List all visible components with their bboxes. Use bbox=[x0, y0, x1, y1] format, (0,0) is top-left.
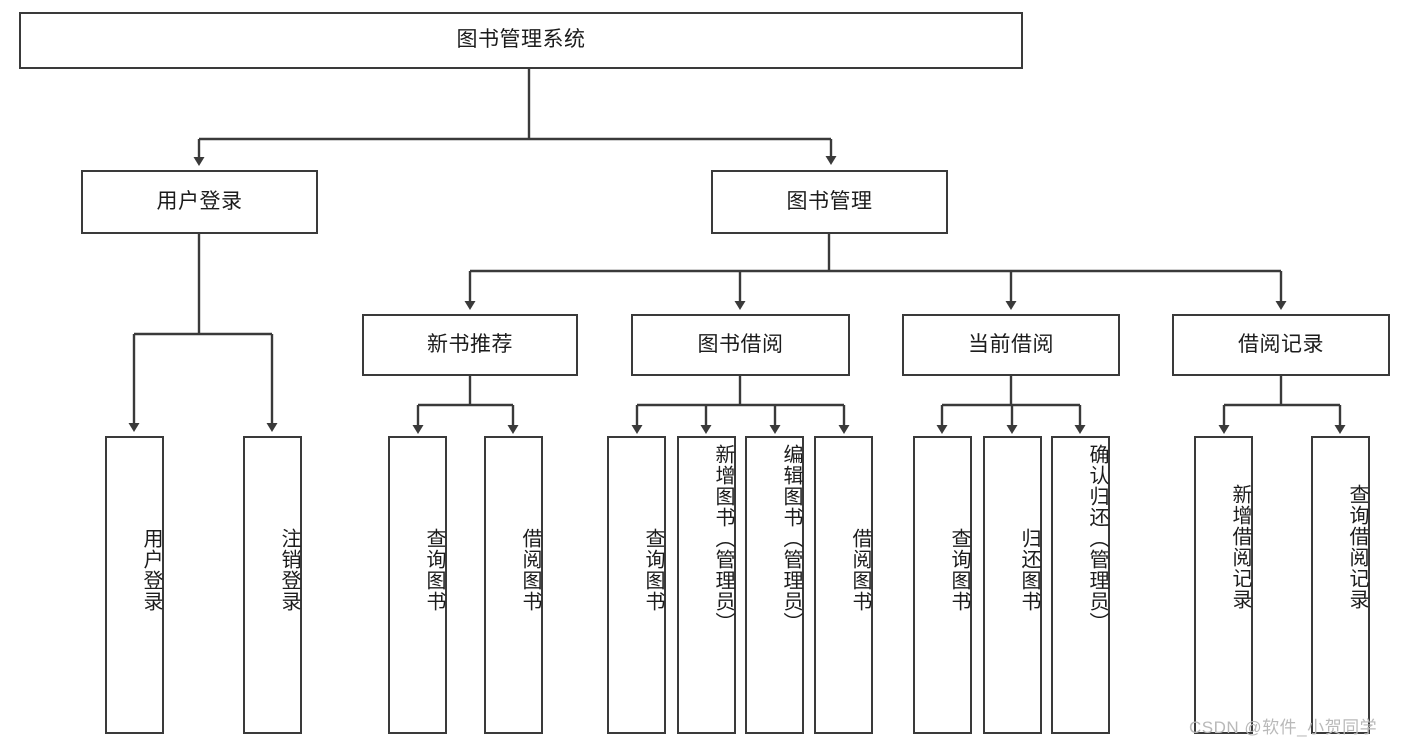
node-leaf-query-record-label: 查询借阅记录 bbox=[1346, 484, 1368, 610]
node-book-management[interactable]: 图书管理 bbox=[711, 170, 948, 234]
node-book-borrow[interactable]: 图书借阅 bbox=[631, 314, 850, 376]
watermark: CSDN @软件_小贺同学 bbox=[1189, 718, 1378, 737]
node-user-login[interactable]: 用户登录 bbox=[81, 170, 318, 234]
node-leaf-add-book-label: 新增图书（管理员） bbox=[712, 444, 734, 633]
node-leaf-user-login-label: 用户登录 bbox=[140, 528, 162, 612]
node-book-borrow-label: 图书借阅 bbox=[697, 332, 784, 356]
node-leaf-query-book-1[interactable]: 查询图书 bbox=[388, 436, 447, 734]
node-leaf-user-login[interactable]: 用户登录 bbox=[105, 436, 164, 734]
node-leaf-add-book[interactable]: 新增图书（管理员） bbox=[677, 436, 736, 734]
node-leaf-confirm-return-label: 确认归还（管理员） bbox=[1086, 444, 1108, 633]
node-leaf-return-book[interactable]: 归还图书 bbox=[983, 436, 1042, 734]
node-leaf-query-book-3-label: 查询图书 bbox=[948, 528, 970, 612]
node-leaf-edit-book-label: 编辑图书（管理员） bbox=[780, 444, 802, 633]
node-leaf-user-logout[interactable]: 注销登录 bbox=[243, 436, 302, 734]
node-leaf-query-book-2-label: 查询图书 bbox=[642, 528, 664, 612]
node-new-book-recommend[interactable]: 新书推荐 bbox=[362, 314, 578, 376]
node-current-borrow-label: 当前借阅 bbox=[968, 332, 1054, 356]
node-leaf-add-record[interactable]: 新增借阅记录 bbox=[1194, 436, 1253, 734]
node-leaf-edit-book[interactable]: 编辑图书（管理员） bbox=[745, 436, 804, 734]
node-leaf-query-record[interactable]: 查询借阅记录 bbox=[1311, 436, 1370, 734]
node-leaf-user-logout-label: 注销登录 bbox=[278, 528, 300, 612]
node-borrow-record[interactable]: 借阅记录 bbox=[1172, 314, 1390, 376]
node-leaf-return-book-label: 归还图书 bbox=[1018, 528, 1040, 612]
node-leaf-confirm-return[interactable]: 确认归还（管理员） bbox=[1051, 436, 1110, 734]
node-user-login-label: 用户登录 bbox=[156, 189, 243, 213]
node-book-management-label: 图书管理 bbox=[786, 189, 873, 213]
node-leaf-query-book-3[interactable]: 查询图书 bbox=[913, 436, 972, 734]
node-leaf-borrow-book-2[interactable]: 借阅图书 bbox=[814, 436, 873, 734]
node-current-borrow[interactable]: 当前借阅 bbox=[902, 314, 1120, 376]
node-leaf-borrow-book-1[interactable]: 借阅图书 bbox=[484, 436, 543, 734]
node-leaf-borrow-book-1-label: 借阅图书 bbox=[519, 528, 541, 612]
node-new-book-recommend-label: 新书推荐 bbox=[427, 332, 513, 356]
node-root-label: 图书管理系统 bbox=[456, 28, 586, 52]
node-leaf-query-book-2[interactable]: 查询图书 bbox=[607, 436, 666, 734]
node-leaf-borrow-book-2-label: 借阅图书 bbox=[849, 528, 871, 612]
node-borrow-record-label: 借阅记录 bbox=[1238, 332, 1324, 356]
node-leaf-add-record-label: 新增借阅记录 bbox=[1229, 484, 1251, 610]
node-root[interactable]: 图书管理系统 bbox=[19, 12, 1023, 69]
node-leaf-query-book-1-label: 查询图书 bbox=[423, 528, 445, 612]
